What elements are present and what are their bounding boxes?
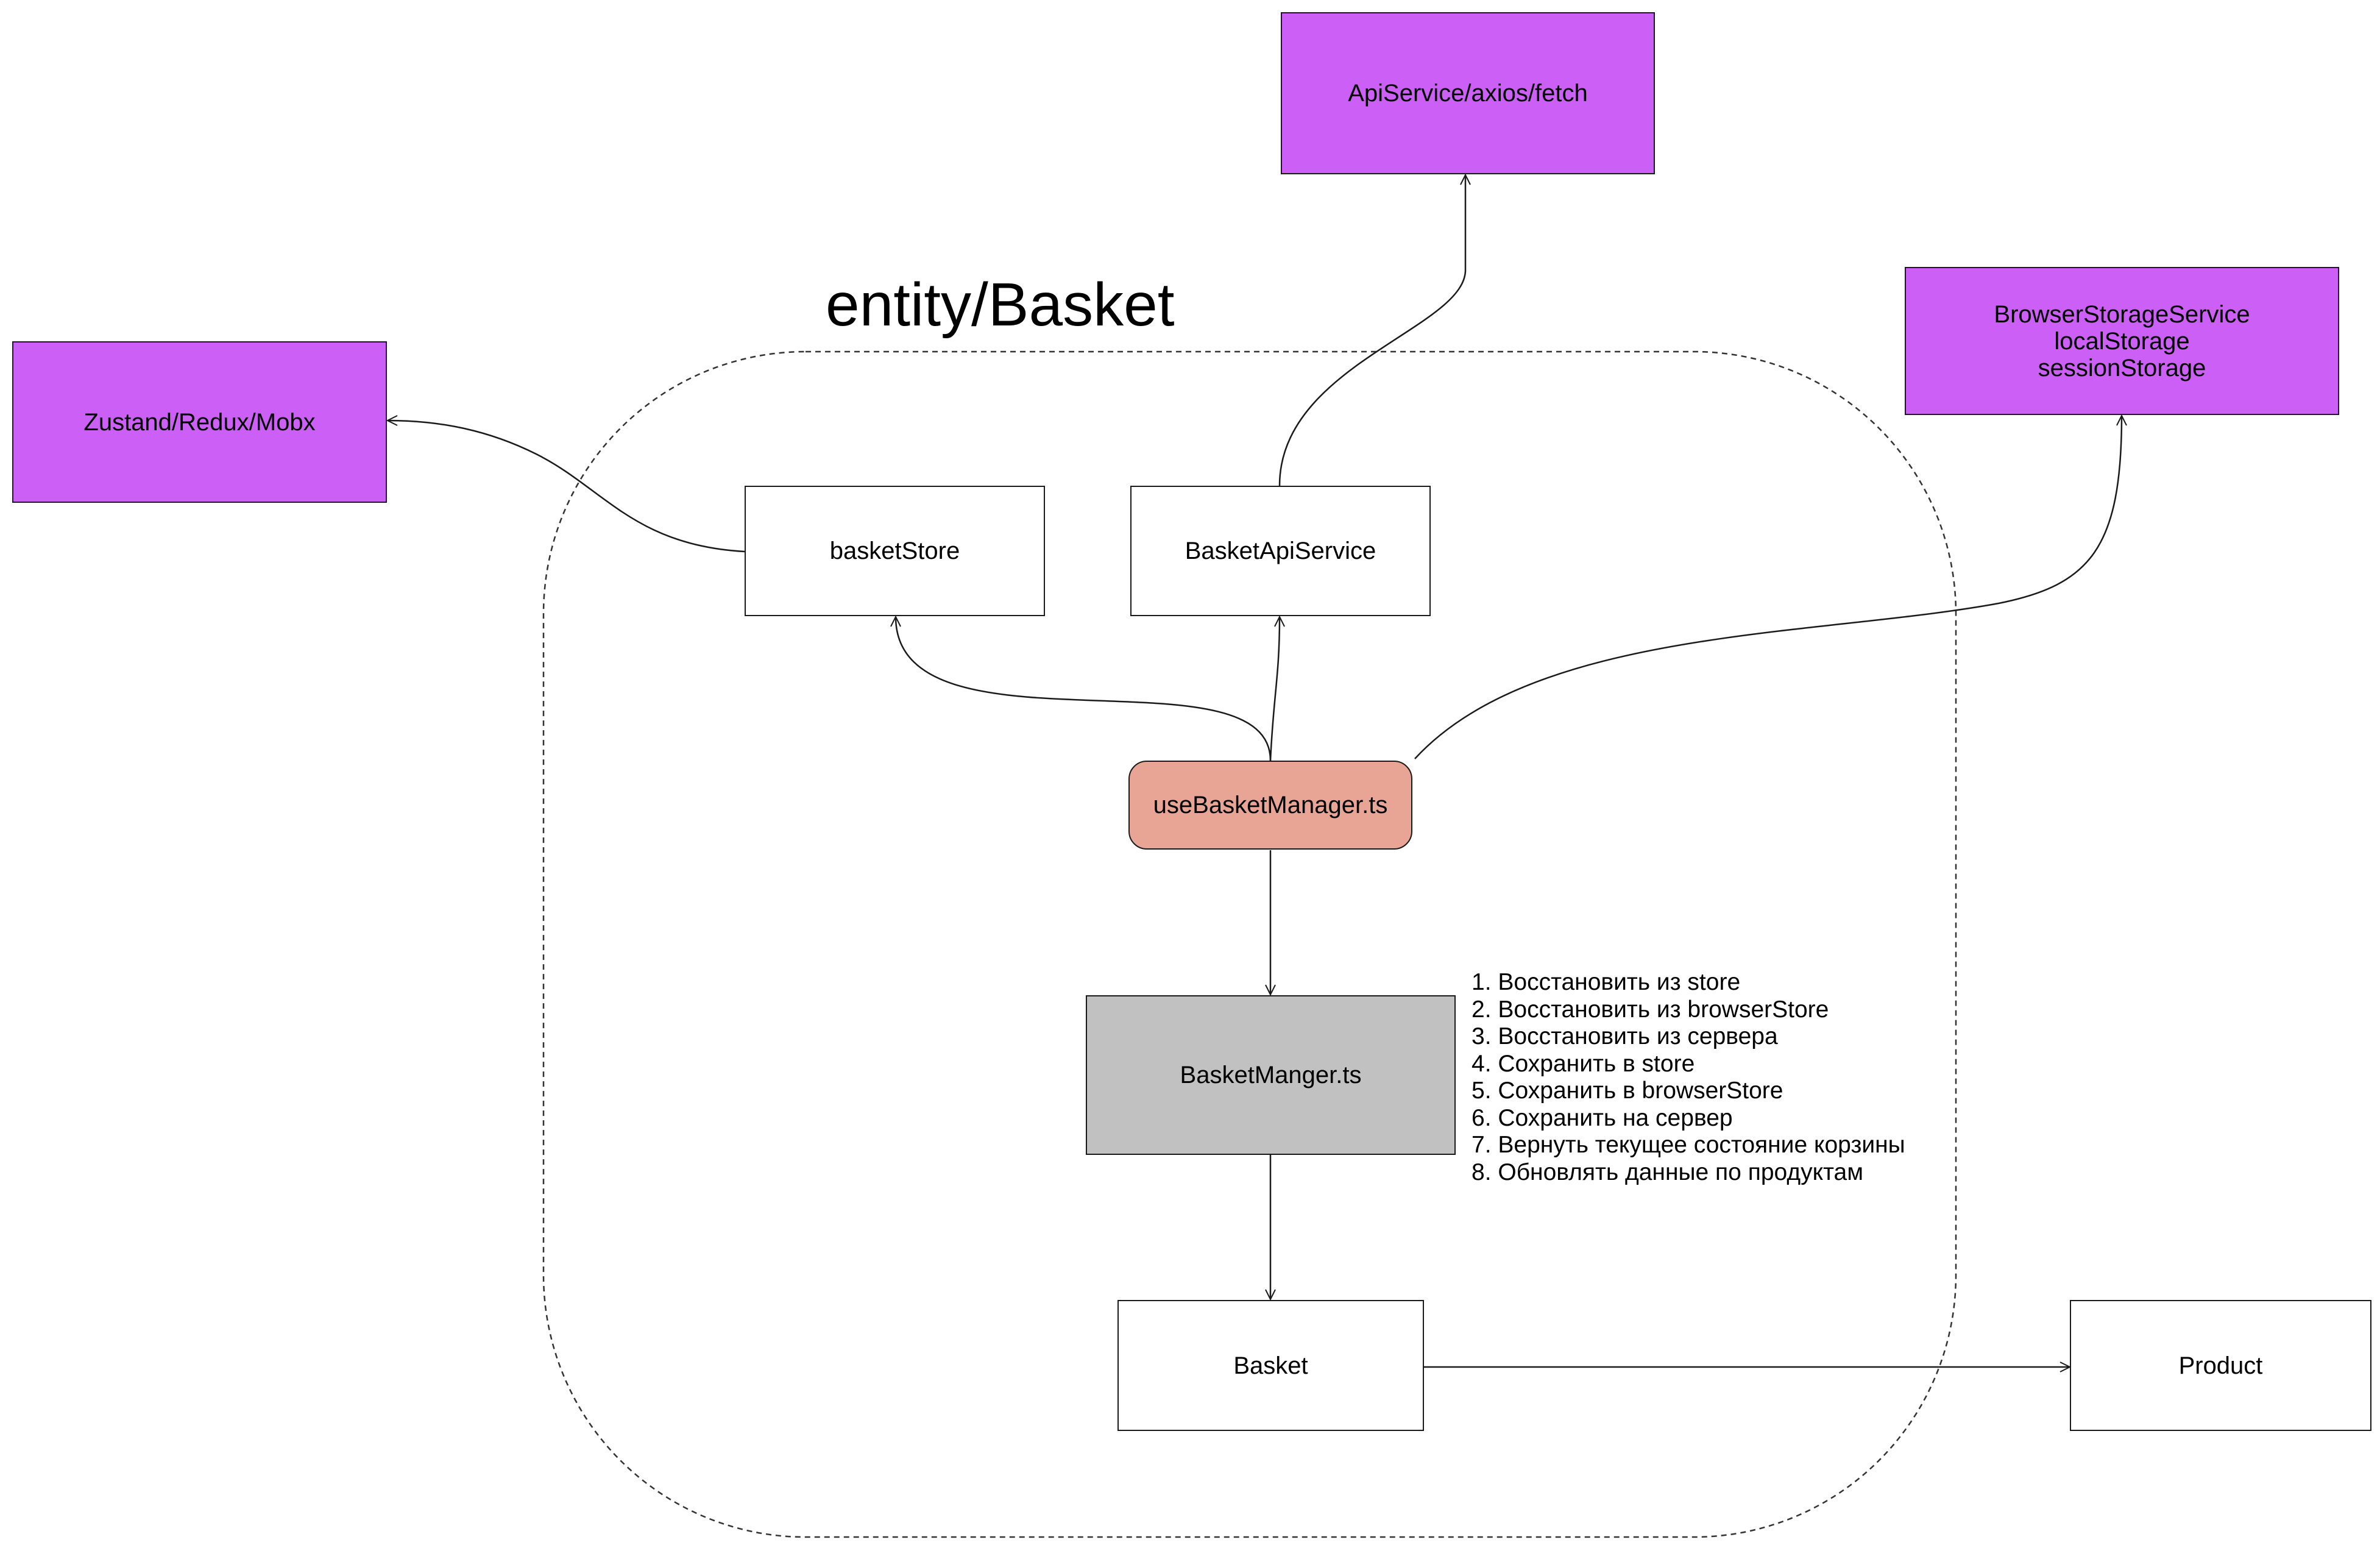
node-use-basket-manager-label: useBasketManager.ts (1153, 792, 1388, 818)
node-basket-manager[interactable]: BasketManger.ts (1086, 995, 1456, 1155)
edge-usebasketmanager-to-browserstorage (1414, 416, 2122, 759)
node-basket-label: Basket (1233, 1352, 1308, 1379)
node-state-libraries[interactable]: Zustand/Redux/Mobx (12, 341, 387, 503)
node-browser-storage[interactable]: BrowserStorageService localStorage sessi… (1905, 267, 2339, 415)
node-api-service-label: ApiService/axios/fetch (1348, 80, 1588, 107)
node-browser-storage-line-3: sessionStorage (2038, 354, 2206, 382)
node-basket[interactable]: Basket (1117, 1300, 1424, 1431)
edge-basketapiservice-to-apiservice (1278, 175, 1465, 486)
node-state-libraries-label: Zustand/Redux/Mobx (83, 408, 316, 436)
node-browser-storage-line-1: BrowserStorageService (1994, 300, 2250, 328)
responsibility-item: 3. Восстановить из сервера (1472, 1023, 1778, 1049)
diagram-title: entity/Basket (826, 271, 1175, 339)
node-basket-store-label: basketStore (829, 538, 960, 564)
entity-boundary (542, 350, 1957, 1538)
node-basket-store[interactable]: basketStore (745, 486, 1045, 616)
responsibility-item: 7. Вернуть текущее состояние корзины (1472, 1132, 1905, 1158)
node-basket-api-service-label: BasketApiService (1185, 538, 1376, 564)
node-browser-storage-line-2: localStorage (2054, 327, 2190, 355)
responsibility-list: 1. Восстановить из store 2. Восстановить… (1472, 969, 1905, 1186)
responsibility-item: 8. Обновлять данные по продуктам (1472, 1159, 1864, 1185)
responsibility-item: 4. Сохранить в store (1472, 1050, 1695, 1077)
node-basket-api-service[interactable]: BasketApiService (1130, 486, 1431, 616)
responsibility-item: 1. Восстановить из store (1472, 969, 1741, 995)
responsibility-item: 6. Сохранить на сервер (1472, 1104, 1733, 1131)
edge-basketstore-to-statelibs (388, 421, 745, 553)
node-product-label: Product (2178, 1352, 2263, 1379)
responsibility-item: 5. Сохранить в browserStore (1472, 1078, 1783, 1104)
node-api-service[interactable]: ApiService/axios/fetch (1281, 12, 1655, 174)
responsibility-item: 2. Восстановить из browserStore (1472, 996, 1829, 1023)
node-basket-manager-label: BasketManger.ts (1180, 1062, 1362, 1088)
node-product[interactable]: Product (2070, 1300, 2371, 1431)
edge-usebasketmanager-to-basketapiservice (1269, 617, 1280, 761)
edge-usebasketmanager-to-basketstore (896, 617, 1272, 761)
node-use-basket-manager[interactable]: useBasketManager.ts (1128, 761, 1412, 850)
